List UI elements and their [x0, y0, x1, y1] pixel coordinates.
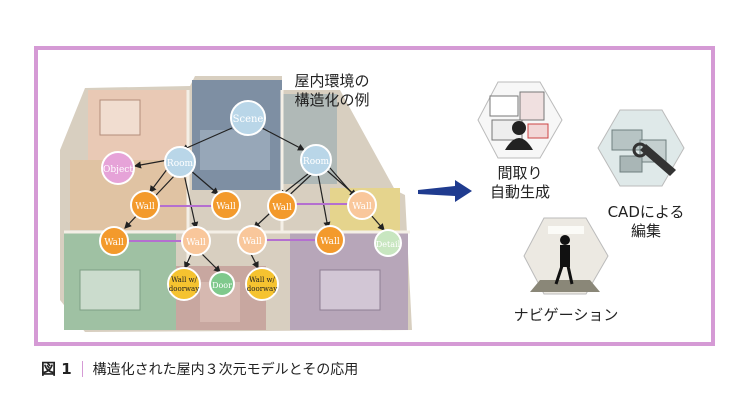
- floorplan-label: 間取り 自動生成: [489, 164, 550, 201]
- cad-hexagon: [597, 109, 685, 187]
- node-detail: Detail: [374, 229, 402, 257]
- node-wall-2: Wall: [211, 190, 241, 220]
- floorplan-hexagon: [477, 81, 563, 159]
- svg-text:Door: Door: [212, 281, 232, 290]
- wrench-icon: [640, 144, 676, 176]
- node-wall-5: Wall: [99, 226, 129, 256]
- node-room-right: Room: [300, 144, 332, 176]
- navigation-hexagon: [523, 217, 609, 295]
- svg-text:Wall: Wall: [320, 237, 340, 247]
- svg-text:Room: Room: [303, 157, 330, 167]
- node-wall-doorway-left: Wall w/ doorway: [167, 267, 201, 301]
- node-wall-1: Wall: [130, 190, 160, 220]
- svg-text:Object: Object: [103, 165, 133, 175]
- arrow-right-icon: [418, 180, 472, 202]
- svg-text:Scene: Scene: [233, 114, 264, 125]
- cad-label: CADによる 編集: [607, 203, 685, 240]
- svg-text:Room: Room: [167, 159, 194, 169]
- svg-text:Detail: Detail: [376, 240, 401, 249]
- svg-text:Wall: Wall: [216, 202, 236, 212]
- svg-text:Wall: Wall: [135, 202, 155, 212]
- caption-text: 構造化された屋内３次元モデルとその応用: [92, 361, 359, 378]
- caption-divider: [81, 360, 83, 377]
- diagram-title: 屋内環境の 構造化の例: [294, 72, 370, 109]
- figure-number: 図 1: [41, 360, 72, 378]
- svg-text:Wall: Wall: [272, 203, 292, 213]
- svg-text:Wall w/: Wall w/: [171, 276, 197, 284]
- figure-caption: 図 1 構造化された屋内３次元モデルとその応用: [41, 358, 358, 379]
- node-wall-4: Wall: [347, 190, 377, 220]
- node-wall-6: Wall: [181, 226, 211, 256]
- node-door: Door: [209, 271, 235, 297]
- node-wall-3: Wall: [267, 191, 297, 221]
- node-room-left: Room: [164, 146, 196, 178]
- svg-text:Wall: Wall: [186, 238, 206, 248]
- node-wall-doorway-right: Wall w/ doorway: [245, 267, 279, 301]
- svg-text:Wall: Wall: [104, 238, 124, 248]
- svg-text:doorway: doorway: [247, 285, 277, 293]
- node-scene: Scene: [230, 100, 266, 136]
- svg-text:Wall: Wall: [352, 202, 372, 212]
- node-wall-8: Wall: [315, 225, 345, 255]
- svg-text:Wall: Wall: [242, 237, 262, 247]
- node-object: Object: [101, 151, 135, 185]
- svg-text:doorway: doorway: [169, 285, 199, 293]
- navigation-label: ナビゲーション: [513, 306, 619, 324]
- node-wall-7: Wall: [237, 225, 267, 255]
- svg-text:Wall w/: Wall w/: [249, 276, 275, 284]
